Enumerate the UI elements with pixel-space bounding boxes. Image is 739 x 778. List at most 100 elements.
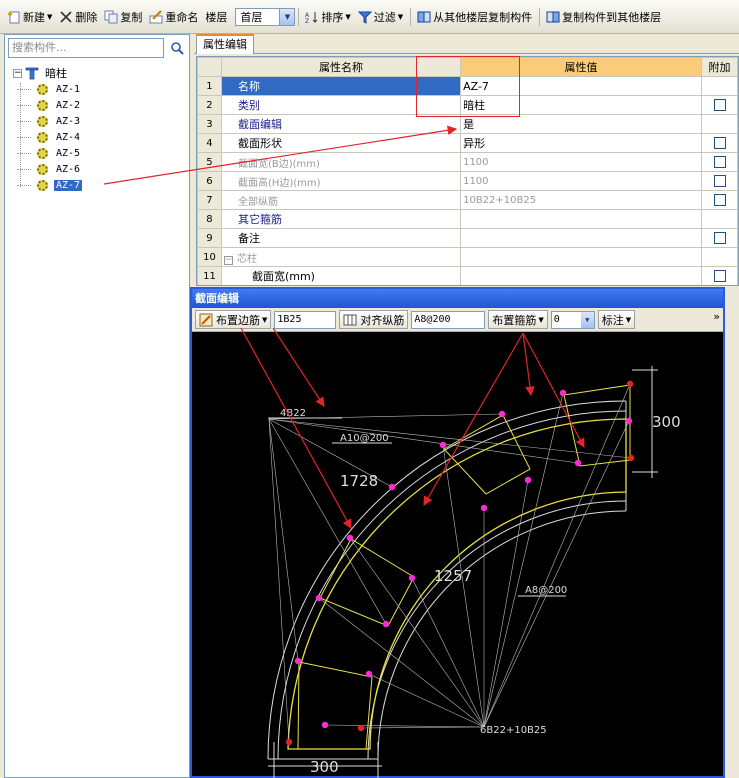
copy-icon <box>104 10 118 24</box>
extra-cell <box>701 209 738 229</box>
rebar-dot <box>346 534 354 542</box>
property-value[interactable] <box>460 228 703 248</box>
rename-button[interactable]: 重命名 <box>146 6 201 28</box>
extra-checkbox[interactable] <box>713 175 726 187</box>
leader-line <box>318 597 485 728</box>
label-a8: A8@200 <box>525 585 567 596</box>
property-name: 全部纵筋 <box>220 190 462 210</box>
copy-to-other-floor-button[interactable]: 复制构件到其他楼层 <box>543 6 664 28</box>
label-a10: A10@200 <box>340 433 389 444</box>
extra-checkbox[interactable] <box>713 270 726 282</box>
filter-button[interactable]: 过滤▼ <box>355 6 406 28</box>
toolbar-separator <box>298 7 300 26</box>
dimension-right: 300 <box>652 413 681 431</box>
tree-item-az-4[interactable]: AZ-4 <box>16 129 82 145</box>
filter-icon <box>357 10 372 24</box>
column-header-name: 属性名称 <box>220 57 462 77</box>
search-input[interactable]: 搜索构件... <box>8 38 164 58</box>
place-side-bar-button[interactable]: 布置边筋▼ <box>195 310 272 329</box>
align-long-bar-button[interactable]: 对齐纵筋 <box>339 310 409 329</box>
property-value[interactable]: 异形 <box>460 133 703 153</box>
rebar-dot <box>559 389 567 397</box>
rebar-dot <box>321 721 329 729</box>
rebar-dot <box>498 410 506 418</box>
toolbar-overflow-icon[interactable]: » <box>713 310 720 323</box>
collapse-icon[interactable]: − <box>223 254 233 265</box>
label-1257: 1257 <box>434 567 472 585</box>
component-gear-icon <box>37 131 48 143</box>
property-value: 10B22+10B25 <box>460 190 703 210</box>
stirrup-outline <box>287 418 627 750</box>
row-number: 2 <box>197 95 222 115</box>
component-gear-icon <box>37 99 48 111</box>
table-row[interactable]: 5 截面宽(B边)(mm) 1100 <box>197 152 738 172</box>
column-header-value: 属性值 <box>460 57 703 77</box>
copy-button[interactable]: 复制 <box>101 6 145 28</box>
property-value[interactable] <box>460 209 703 229</box>
leader-line <box>483 479 529 728</box>
property-value[interactable]: AZ-7 <box>460 76 703 96</box>
inner-boundary-arc <box>377 510 627 760</box>
floor-select[interactable]: 首层 ▼ <box>235 7 296 26</box>
tree-item-az-5[interactable]: AZ-5 <box>16 145 82 161</box>
stirrup-select[interactable]: 0 ▼ <box>550 310 595 329</box>
table-row[interactable]: 7 全部纵筋 10B22+10B25 <box>197 190 738 210</box>
extra-checkbox[interactable] <box>713 156 726 168</box>
property-value: 1100 <box>460 171 703 191</box>
copy-floor-icon <box>417 10 431 24</box>
long-bar-input[interactable]: A8@200 <box>411 310 486 329</box>
property-name-group[interactable]: −芯柱 <box>220 247 462 267</box>
copy-from-other-floor-button[interactable]: 从其他楼层复制构件 <box>414 6 535 28</box>
extra-checkbox[interactable] <box>713 137 726 149</box>
column-icon <box>25 67 39 80</box>
annotate-button[interactable]: 标注▼ <box>597 310 636 329</box>
search-button[interactable] <box>167 38 187 58</box>
leader-line <box>268 418 299 662</box>
collapse-icon[interactable]: − <box>13 67 22 78</box>
side-bar-input[interactable]: 1B25 <box>274 310 337 329</box>
tree-item-az-1[interactable]: AZ-1 <box>16 81 82 97</box>
extra-checkbox[interactable] <box>713 232 726 244</box>
delete-button[interactable]: 删除 <box>56 6 100 28</box>
tree-root-anzhu[interactable]: − 暗柱 <box>13 67 67 80</box>
table-row[interactable]: 10 −芯柱 <box>197 247 738 267</box>
new-icon <box>7 10 21 24</box>
table-row[interactable]: 9 备注 <box>197 228 738 248</box>
extra-checkbox[interactable] <box>713 99 726 111</box>
table-row[interactable]: 8 其它箍筋 <box>197 209 738 229</box>
tree-item-az-3[interactable]: AZ-3 <box>16 113 82 129</box>
table-row[interactable]: 11 截面宽(mm) <box>197 266 738 285</box>
extra-cell <box>701 133 738 153</box>
extra-checkbox[interactable] <box>713 194 726 206</box>
property-value[interactable] <box>460 266 703 285</box>
svg-text:Z: Z <box>305 18 309 24</box>
tree-item-az-2[interactable]: AZ-2 <box>16 97 82 113</box>
row-number: 6 <box>197 171 222 191</box>
table-row[interactable]: 6 截面高(H边)(mm) 1100 <box>197 171 738 191</box>
inner-boundary-arc <box>367 500 627 760</box>
row-number: 5 <box>197 152 222 172</box>
row-number: 11 <box>197 266 222 285</box>
chevron-down-icon: ▼ <box>580 311 594 328</box>
row-number: 10 <box>197 247 222 267</box>
search-icon <box>171 42 184 55</box>
place-stirrup-button[interactable]: 布置箍筋▼ <box>488 310 548 329</box>
new-button[interactable]: 新建▼ <box>4 6 55 28</box>
property-name: 截面宽(mm) <box>220 266 462 285</box>
tree-item-az-7[interactable]: AZ-7 <box>16 177 83 193</box>
label-1728: 1728 <box>340 472 378 490</box>
section-drawing-canvas[interactable]: 4B22 A10@200 1728 1257 A8@200 6B22+10B25… <box>192 332 723 778</box>
tree-item-az-6[interactable]: AZ-6 <box>16 161 82 177</box>
leader-line <box>268 418 632 459</box>
stirrup-leg <box>297 661 373 750</box>
property-value[interactable]: 是 <box>460 114 703 134</box>
table-row[interactable]: 4 截面形状 异形 <box>197 133 738 153</box>
leader-line <box>368 673 485 728</box>
rebar-dot <box>627 454 635 462</box>
table-row[interactable]: 3 截面编辑 是 <box>197 114 738 134</box>
tab-property-edit[interactable]: 属性编辑 <box>196 34 254 54</box>
property-name: 其它箍筋 <box>220 209 462 229</box>
table-row[interactable]: 1 名称 AZ-7 <box>197 76 738 96</box>
